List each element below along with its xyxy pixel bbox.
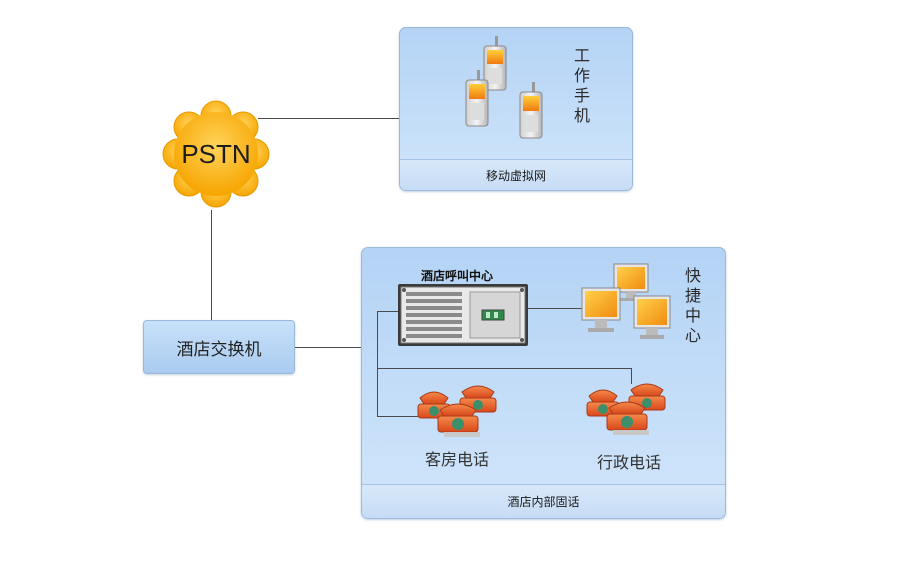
hotel-switch: 酒店交换机 bbox=[143, 320, 295, 374]
express-center-label: 快捷中心 bbox=[684, 266, 701, 345]
pstn-cloud: PSTN bbox=[162, 100, 270, 208]
work-phones-icon bbox=[465, 36, 543, 139]
line-to-admin bbox=[377, 368, 632, 369]
work-phone-label: 工作手机 bbox=[573, 46, 590, 125]
monitors-icon bbox=[581, 263, 671, 339]
line-to-guest bbox=[377, 416, 420, 417]
call-center-server-icon bbox=[398, 284, 528, 346]
call-center-label: 酒店呼叫中心 bbox=[421, 269, 494, 283]
line-to-callcenter bbox=[377, 311, 399, 312]
line-admin-down bbox=[631, 368, 632, 384]
hotel-panel-footer: 酒店内部固话 bbox=[362, 484, 725, 518]
mobile-virtual-network-panel: 移动虚拟网 bbox=[399, 27, 633, 191]
line-switch-hotel bbox=[293, 347, 377, 348]
mobile-panel-footer: 移动虚拟网 bbox=[400, 159, 632, 190]
guest-phones-icon bbox=[417, 385, 497, 437]
line-pstn-mobile bbox=[258, 118, 400, 119]
admin-phone-label: 行政电话 bbox=[597, 453, 662, 472]
line-pstn-switch bbox=[211, 210, 212, 320]
guest-phone-label: 客房电话 bbox=[425, 450, 490, 469]
line-callcenter-monitors bbox=[527, 308, 582, 309]
admin-phones-icon bbox=[586, 383, 666, 435]
line-hotel-vertical bbox=[377, 311, 378, 416]
hotel-switch-label: 酒店交换机 bbox=[176, 339, 262, 360]
pstn-label: PSTN bbox=[181, 139, 250, 169]
